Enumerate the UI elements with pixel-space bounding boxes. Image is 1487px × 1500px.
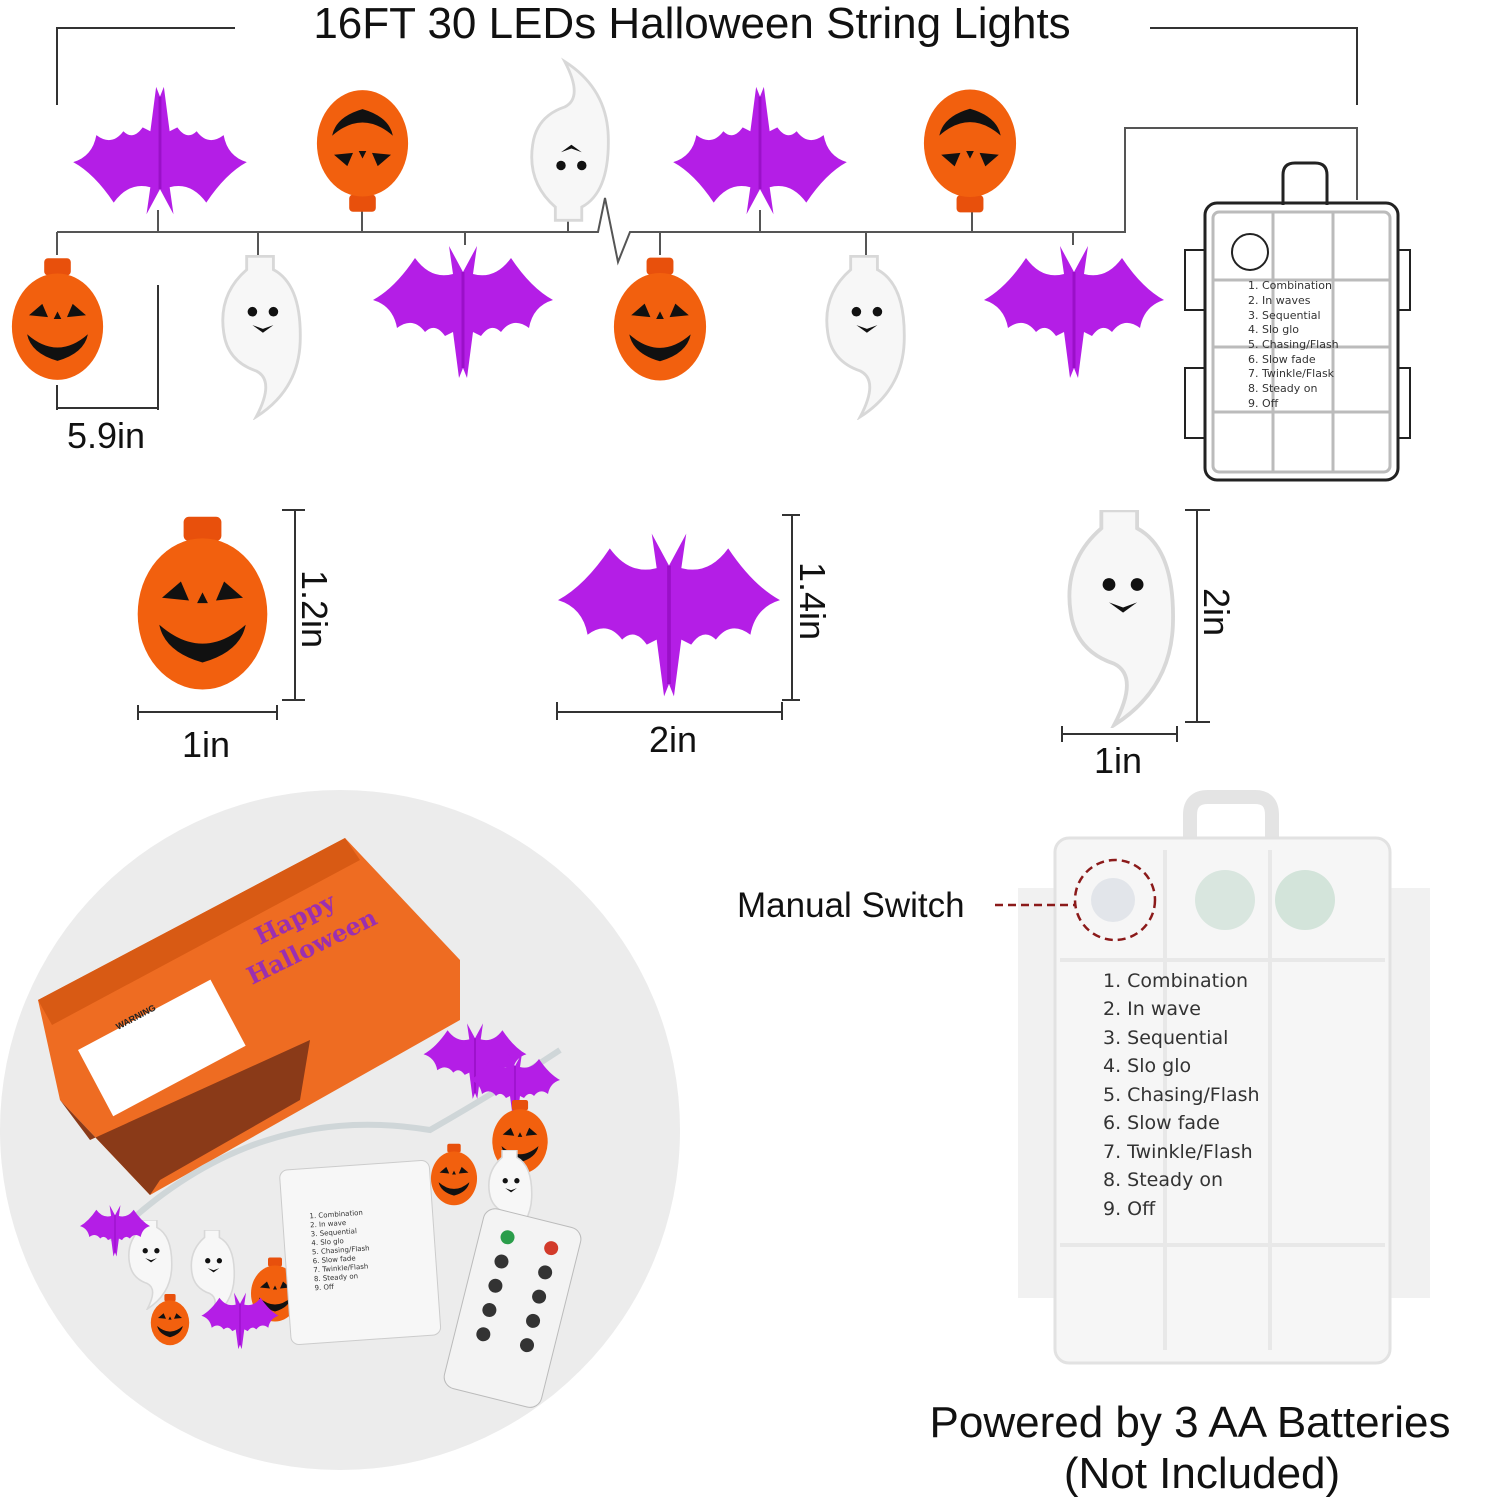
svg-text:2. In wave: 2. In wave: [310, 1219, 347, 1229]
length-bracket: [56, 27, 1358, 105]
svg-text:4. Slo glo: 4. Slo glo: [1248, 323, 1299, 336]
svg-text:9. Off: 9. Off: [1248, 397, 1279, 410]
battery-mode-list: 1. Combination 2. In wave 3. Sequential …: [1103, 970, 1260, 1220]
svg-text:3. Sequential: 3. Sequential: [311, 1227, 358, 1238]
svg-text:2. In waves: 2. In waves: [1248, 294, 1311, 307]
ghost-light: [530, 60, 610, 222]
svg-text:1. Combination: 1. Combination: [1248, 279, 1332, 292]
bat-light: [671, 85, 849, 216]
svg-text:8. Steady on: 8. Steady on: [1103, 1169, 1223, 1191]
svg-text:1. Combination: 1. Combination: [1103, 970, 1248, 992]
diagram-mode-list: 1. Combination 2. In waves 3. Sequential…: [1248, 279, 1339, 410]
ghost-height: 2in: [1196, 588, 1237, 636]
svg-text:3. Sequential: 3. Sequential: [1103, 1027, 1228, 1049]
svg-text:1. Combination: 1. Combination: [309, 1209, 363, 1221]
svg-text:5. Chasing/Flash: 5. Chasing/Flash: [1103, 1084, 1260, 1106]
battery-box-photo: [995, 790, 1430, 1365]
svg-text:7. Twinkle/Flask: 7. Twinkle/Flask: [1248, 367, 1335, 380]
power-note: Powered by 3 AA Batteries: [930, 1398, 1451, 1447]
pumpkin-light: [613, 257, 707, 381]
svg-text:2. In wave: 2. In wave: [1103, 998, 1201, 1020]
package-photo: WARNING Happy Halloween 1. Combination 2…: [0, 790, 680, 1470]
bat-height: 1.4in: [792, 562, 833, 640]
svg-text:9. Off: 9. Off: [1103, 1198, 1156, 1220]
bat-dimension: 1.4in 2in: [556, 514, 833, 760]
manual-switch-label: Manual Switch: [737, 886, 965, 925]
svg-text:8. Steady on: 8. Steady on: [1248, 382, 1318, 395]
ghost-width: 1in: [1094, 740, 1142, 781]
pumpkin-light: [316, 90, 409, 212]
svg-text:6. Slow fade: 6. Slow fade: [1248, 353, 1316, 366]
pumpkin-light: [11, 258, 104, 380]
manual-switch-highlight: [1073, 858, 1157, 942]
svg-text:6. Slow fade: 6. Slow fade: [1103, 1112, 1220, 1134]
svg-text:7. Twinkle/Flash: 7. Twinkle/Flash: [313, 1262, 369, 1274]
pumpkin-light: [923, 89, 1017, 213]
svg-text:6. Slow fade: 6. Slow fade: [312, 1254, 355, 1265]
pumpkin-height: 1.2in: [294, 570, 335, 648]
top-row-lights: [71, 60, 1017, 222]
battery-box-diagram: [1184, 161, 1411, 482]
svg-text:4. Slo glo: 4. Slo glo: [311, 1237, 344, 1247]
ghost-light: [825, 255, 906, 419]
pumpkin-dimension: 1.2in 1in: [137, 509, 335, 765]
spacing-label: 5.9in: [67, 415, 145, 456]
title: 16FT 30 LEDs Halloween String Lights: [313, 0, 1070, 48]
bat-light: [372, 244, 554, 380]
remote-control: [443, 1208, 582, 1408]
bat-light: [71, 85, 249, 216]
svg-text:7. Twinkle/Flash: 7. Twinkle/Flash: [1103, 1141, 1253, 1163]
svg-text:3. Sequential: 3. Sequential: [1248, 309, 1321, 322]
bat-width: 2in: [649, 719, 697, 760]
pumpkin-width: 1in: [182, 724, 230, 765]
svg-text:4. Slo glo: 4. Slo glo: [1103, 1055, 1191, 1077]
svg-text:9. Off: 9. Off: [314, 1283, 334, 1292]
ghost-dimension: 2in 1in: [1061, 509, 1237, 781]
string-wire: [56, 127, 1358, 266]
power-note-sub: (Not Included): [1064, 1449, 1340, 1498]
svg-text:8. Steady on: 8. Steady on: [314, 1272, 359, 1283]
svg-text:5. Chasing/Flash: 5. Chasing/Flash: [1248, 338, 1339, 351]
ghost-light: [221, 255, 302, 419]
bottom-row-lights: [11, 244, 1165, 419]
bat-light: [983, 244, 1165, 380]
spacing-dimension: [56, 285, 159, 410]
